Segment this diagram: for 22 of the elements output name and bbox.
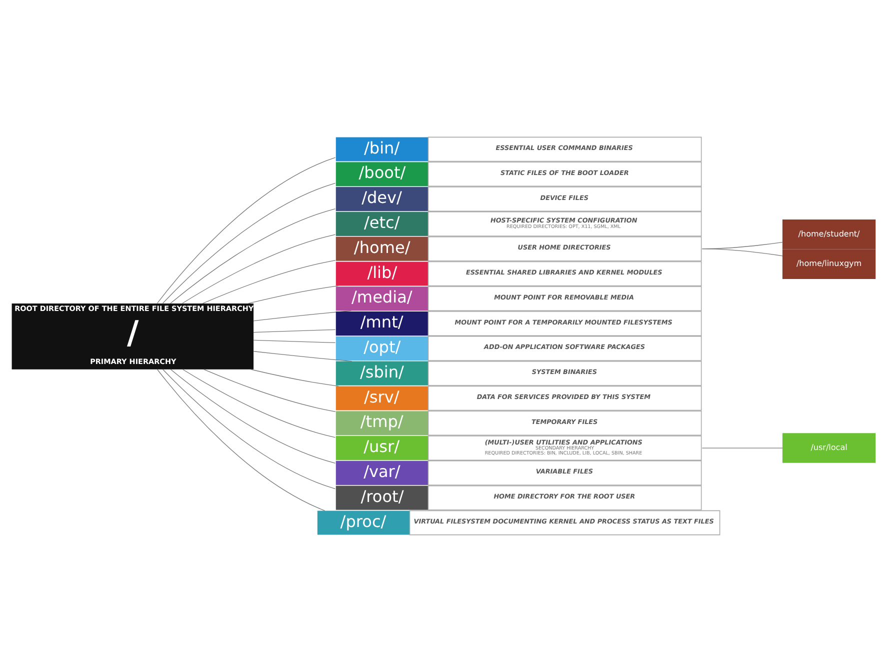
connector: [702, 248, 783, 256]
node-box: /usr/local: [782, 432, 876, 462]
connector: [253, 328, 336, 332]
connector: [702, 447, 784, 448]
connector: [170, 208, 336, 304]
connector: [202, 259, 336, 304]
connector: [250, 368, 339, 386]
node-box: ROOT DIRECTORY OF THE ENTIRE FILE SYSTEM HIERARCHY / PRIMARY HIERARCHY: [12, 302, 254, 369]
connector: [162, 182, 336, 304]
connector: [182, 368, 336, 438]
connector: [182, 234, 336, 304]
connector: [253, 339, 336, 343]
connector: [157, 368, 326, 510]
connector: [162, 368, 336, 489]
connector: [248, 284, 339, 304]
connector: [170, 368, 336, 463]
connector: [156, 156, 336, 303]
connector: [253, 310, 352, 321]
node-box: /home/linuxgym: [782, 248, 876, 278]
connector: [203, 368, 336, 412]
node-box: /home/student/: [782, 219, 876, 249]
connector: [253, 350, 352, 362]
